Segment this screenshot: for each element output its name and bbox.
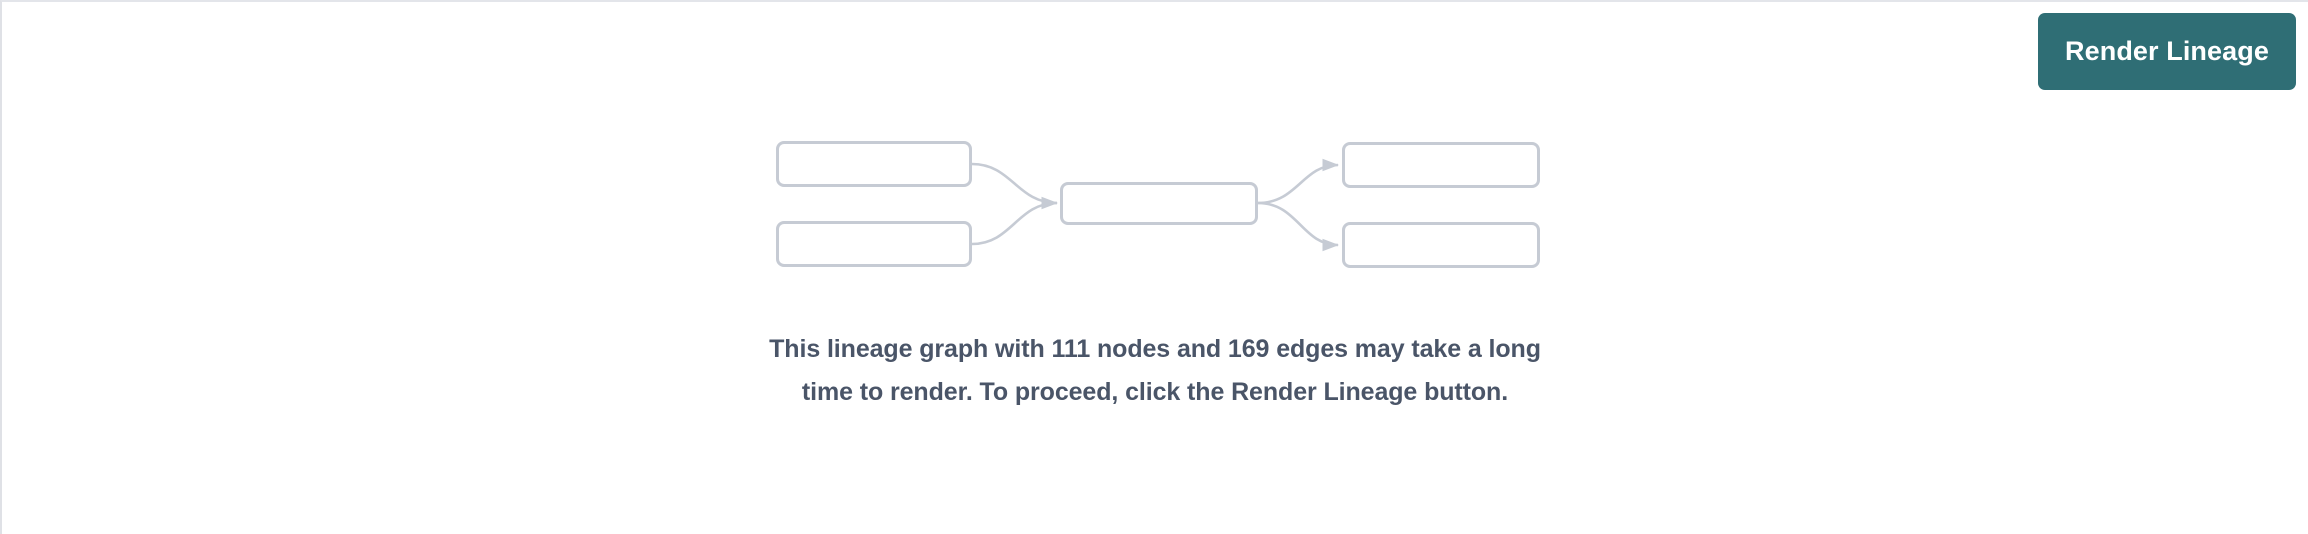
render-lineage-button[interactable]: Render Lineage <box>2038 13 2296 90</box>
lineage-graph-placeholder <box>2 2 2308 302</box>
lineage-node-downstream-1[interactable] <box>1342 142 1540 188</box>
edge-upstream2-focus <box>971 201 1058 246</box>
lineage-node-upstream-1[interactable] <box>776 141 972 187</box>
lineage-node-downstream-2[interactable] <box>1342 222 1540 268</box>
edge-focus-downstream1 <box>1257 158 1340 205</box>
edge-focus-downstream2 <box>1257 201 1340 252</box>
lineage-warning-message: This lineage graph with 111 nodes and 16… <box>769 335 1541 406</box>
lineage-edges <box>971 158 1340 252</box>
edge-upstream1-focus <box>971 162 1059 210</box>
lineage-node-upstream-2[interactable] <box>776 221 972 267</box>
lineage-node-focus[interactable] <box>1060 182 1258 225</box>
